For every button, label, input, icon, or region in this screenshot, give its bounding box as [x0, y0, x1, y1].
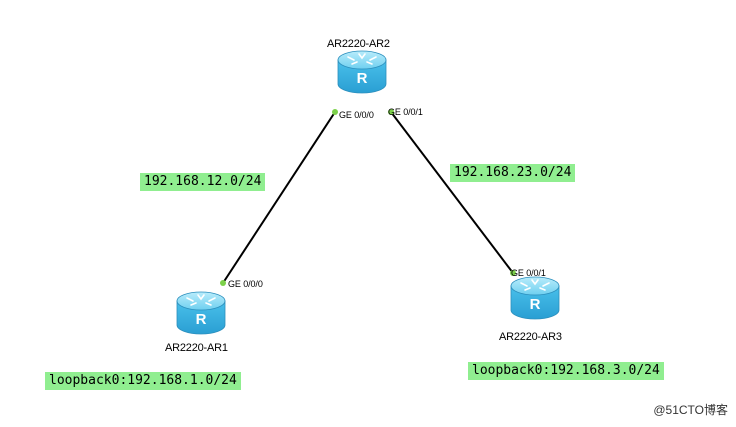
port-dot-ar2-right	[388, 109, 394, 115]
subnet-label-ar2-ar3: 192.168.23.0/24	[450, 164, 576, 182]
port-label-ar2-ge001: GE 0/0/1	[388, 107, 423, 117]
router-icon-ar2[interactable]	[337, 50, 387, 94]
router-icon-ar1[interactable]	[176, 291, 226, 335]
port-label-ar1-ge000: GE 0/0/0	[228, 279, 263, 289]
port-label-ar3-ge001: GE 0/0/1	[511, 268, 546, 278]
router-icon-ar3[interactable]	[510, 276, 560, 320]
port-dot-ar1	[220, 280, 226, 286]
device-name-ar3: AR2220-AR3	[499, 331, 562, 343]
watermark-text: @51CTO博客	[653, 403, 728, 417]
link-ar2-ar1	[222, 111, 336, 284]
loopback-label-ar3: loopback0:192.168.3.0/24	[468, 362, 664, 380]
subnet-label-ar1-ar2: 192.168.12.0/24	[140, 173, 266, 191]
link-ar2-ar3	[390, 111, 514, 274]
port-label-ar2-ge000: GE 0/0/0	[339, 110, 374, 120]
device-name-ar2: AR2220-AR2	[327, 38, 390, 50]
loopback-label-ar1: loopback0:192.168.1.0/24	[45, 372, 241, 390]
port-dot-ar3	[510, 270, 516, 276]
port-dot-ar2-left	[332, 109, 338, 115]
device-name-ar1: AR2220-AR1	[165, 342, 228, 354]
